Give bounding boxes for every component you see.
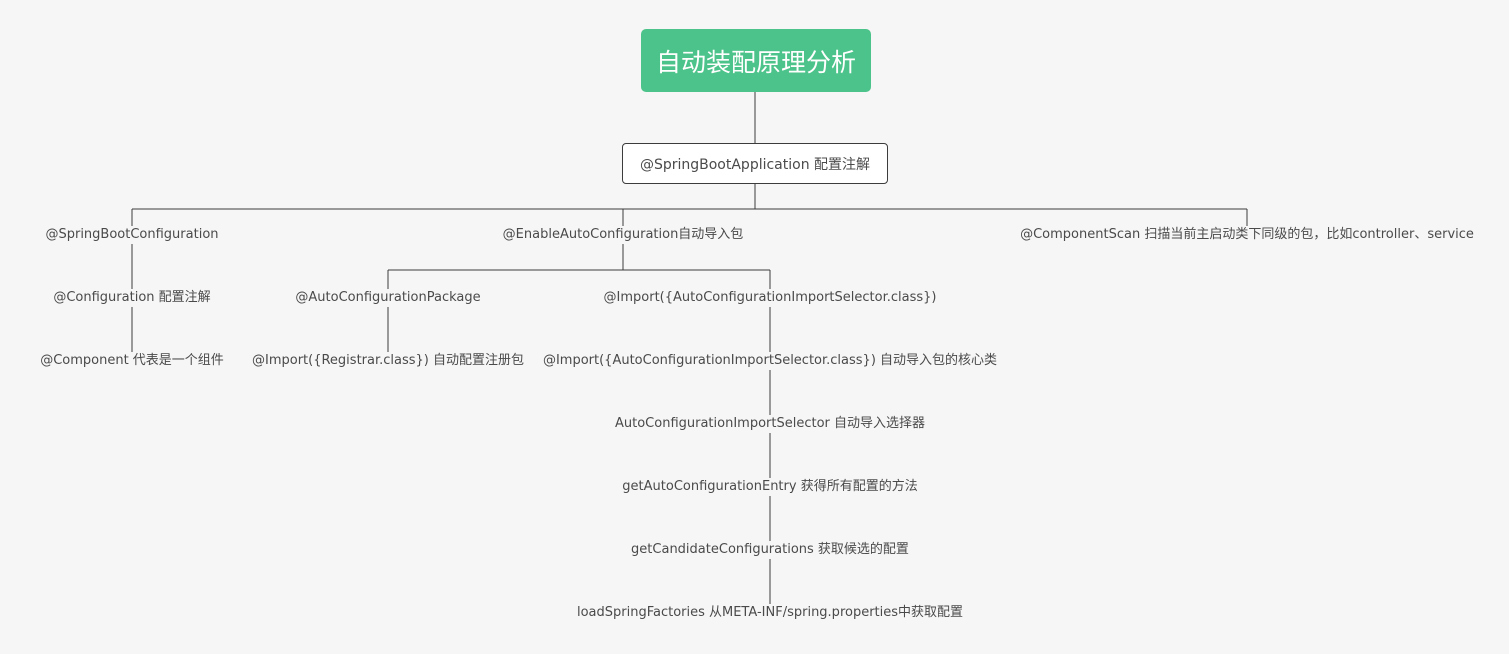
node-loadspringfactories[interactable]: loadSpringFactories 从META-INF/spring.pro…: [574, 605, 966, 621]
root-title: 自动装配原理分析: [655, 47, 856, 77]
hub-label: @SpringBootApplication 配置注解: [639, 156, 871, 173]
node-importselector[interactable]: AutoConfigurationImportSelector 自动导入选择器: [612, 416, 928, 432]
node-enableautoconfiguration[interactable]: @EnableAutoConfiguration自动导入包: [500, 227, 746, 243]
node-componentscan[interactable]: @ComponentScan 扫描当前主启动类下同级的包，比如controlle…: [1018, 227, 1476, 243]
root-topic[interactable]: 自动装配原理分析: [641, 29, 871, 92]
node-component[interactable]: @Component 代表是一个组件: [38, 353, 226, 369]
node-getautoconfigurationentry[interactable]: getAutoConfigurationEntry 获得所有配置的方法: [620, 479, 920, 495]
hub-topic[interactable]: @SpringBootApplication 配置注解: [622, 143, 888, 184]
node-import-core[interactable]: @Import({AutoConfigurationImportSelector…: [540, 353, 1000, 369]
node-getcandidateconfigurations[interactable]: getCandidateConfigurations 获取候选的配置: [629, 542, 911, 558]
node-import-selector[interactable]: @Import({AutoConfigurationImportSelector…: [601, 290, 939, 306]
node-import-registrar[interactable]: @Import({Registrar.class}) 自动配置注册包: [249, 353, 527, 369]
node-springbootconfiguration[interactable]: @SpringBootConfiguration: [43, 227, 221, 243]
node-autoconfigurationpackage[interactable]: @AutoConfigurationPackage: [293, 290, 483, 306]
node-configuration[interactable]: @Configuration 配置注解: [51, 290, 213, 306]
